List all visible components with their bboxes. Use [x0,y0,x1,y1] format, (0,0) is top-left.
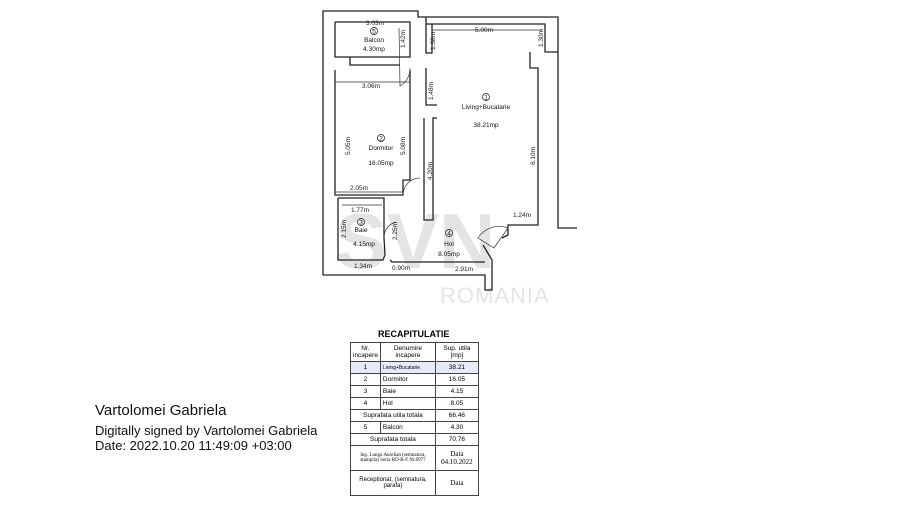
signature-date: Date: 2022.10.20 11:49:09 +03:00 [95,438,292,453]
dim: 2.15m [341,220,348,238]
dim: 1.42m [400,30,407,48]
dim: 6.10m [530,147,537,165]
cell: 1 [350,361,381,374]
room-number: 3 [359,220,363,227]
header-nr: Nr. incapere [350,342,381,362]
signature-signed-by: Digitally signed by Vartolomei Gabriela [95,423,318,438]
dim: 5.00m [475,27,493,34]
table-row: 2 Dormitor 16.05 [350,373,479,386]
cell: 8.05 [434,397,479,410]
cell: 4.15 [434,385,479,398]
subtotal-row: Suprafata utila totala 66.46 [350,409,479,422]
room-area: 4.30mp [363,46,385,53]
dim: 1.48m [428,82,435,100]
room-name: Balcon [364,37,384,44]
room-hol: 4 Hol 8.05mp [438,229,460,258]
dim: 1.30m [538,29,545,47]
cell: 5 [350,421,381,434]
dim: 0.90m [392,265,410,272]
walls [322,10,577,291]
receptionat-date: Data [434,470,479,496]
room-dormitor: 2 Dormitor 16.05mp [368,134,395,167]
date-value: 04.10.2022 [441,458,473,466]
table-row: 1 Living+Bucatarie 38.21 [350,361,479,374]
cell: 38.21 [434,361,479,374]
cell: 4 [350,397,381,410]
table-header: Nr. incapere Denumire incapere Sup. util… [350,342,479,362]
dim: 2.91m [455,266,473,273]
cell: Balcon [379,421,436,434]
dim: 5.08m [400,137,407,155]
room-baie: 3 Baie 4.15mp [353,218,375,248]
cell: 70.76 [434,433,479,446]
room-number: 5 [372,29,376,36]
dim: 5.05m [345,137,352,155]
room-area: 8.05mp [438,251,460,258]
room-balcon: 5 Balcon 4.30mp [363,27,385,53]
receptionat-row: Receptionat, (semnatura, parafa) Data [350,470,479,496]
cell: 3 [350,385,381,398]
cell: Suprafata utila totala [350,409,436,422]
dim: 2.25m [392,222,399,240]
dim: 3.03m [366,20,384,27]
recap-title: RECAPITULATIE [378,329,450,339]
table-row: 3 Baie 4.15 [350,385,479,398]
room-number: 1 [484,95,488,102]
total-row: Suprafata totala 70.76 [350,433,479,446]
room-number: 2 [379,136,383,143]
receptionat-label: Receptionat, (semnatura, parafa) [350,470,436,496]
cell: Dormitor [379,373,436,386]
cell: Baie [379,385,436,398]
dim: 1.24m [513,212,531,219]
dim: 4.20m [427,162,434,180]
table-row: 5 Balcon 4.30 [350,421,479,434]
table-row: 4 Hol 8.05 [350,397,479,410]
watermark-brand: SVN [335,197,495,285]
recap-table: Nr. incapere Denumire incapere Sup. util… [350,342,479,496]
room-area: 16.05mp [368,160,394,167]
room-labels: 1 Living+Bucatarie 38.21mp 2 Dormitor 16… [353,27,511,258]
engineer-stamp: Ing. Lungu Aurelian (semnatura, stampila… [350,445,436,471]
date-label: Data [450,450,464,458]
dim: 1.77m [351,207,369,214]
header-name: Denumire incapere [379,342,436,362]
room-name: Hol [444,241,454,248]
dim: 1.38m [430,32,437,50]
room-living: 1 Living+Bucatarie 38.21mp [462,93,511,129]
dimensions: 3.03m 1.42m 5.00m 1.38m 1.30m 1.48m 4.20… [341,20,545,273]
dim: 3.06m [362,83,380,90]
cell: Living+Bucatarie [379,361,436,374]
header-area: Sup. utila [mp] [434,342,479,362]
cell: 2 [350,373,381,386]
cell: 16.05 [434,373,479,386]
engineer-row: Ing. Lungu Aurelian (semnatura, stampila… [350,445,479,471]
dim: 1.34m [354,263,372,270]
room-name: Living+Bucatarie [462,104,511,111]
room-area: 38.21mp [473,122,499,129]
room-area: 4.15mp [353,241,375,248]
room-name: Dormitor [369,145,395,152]
cell: Hol [379,397,436,410]
signature-name: Vartolomei Gabriela [95,402,227,419]
dim: 2.05m [350,185,368,192]
cell: 66.46 [434,409,479,422]
room-name: Baie [354,227,367,234]
cell: 4.30 [434,421,479,434]
watermark: SVN ROMANIA [335,197,550,308]
cell: Suprafata totala [350,433,436,446]
watermark-country: ROMANIA [440,283,550,308]
room-number: 4 [447,231,451,238]
